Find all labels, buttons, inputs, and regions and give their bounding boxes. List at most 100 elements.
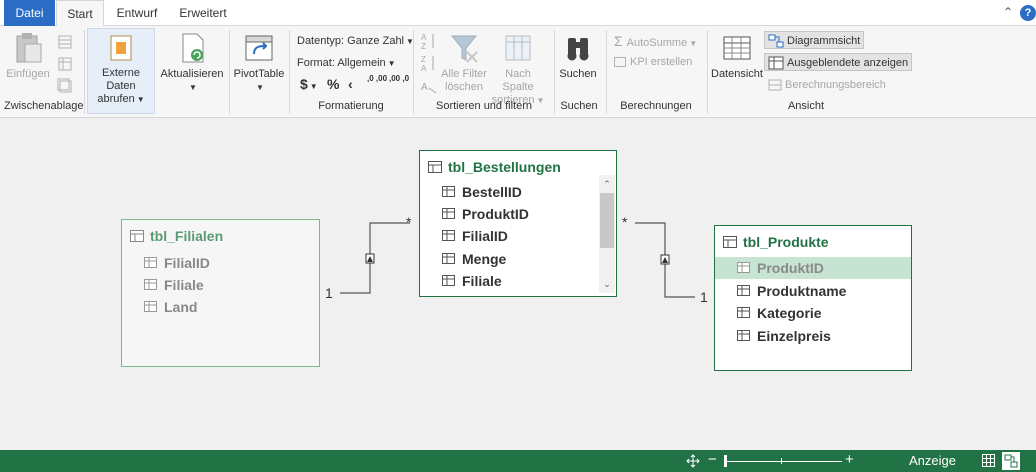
column-icon xyxy=(442,230,455,241)
column-icon xyxy=(144,257,157,268)
column-icon xyxy=(144,279,157,290)
zoom-slider[interactable] xyxy=(724,461,842,462)
show-hidden-button[interactable]: Ausgeblendete anzeigen xyxy=(764,53,913,71)
group-label-formatting: Formatierung xyxy=(318,100,384,112)
chevron-down-icon: ▼ xyxy=(136,95,145,104)
sort-by-column-button[interactable]: Nach Spalte sortieren▼ xyxy=(489,30,547,107)
scroll-down-icon[interactable]: ⌄ xyxy=(603,279,611,289)
increase-decimal-button[interactable]: ,0 ,00 xyxy=(367,74,388,83)
external-data-label-1: Externe Daten xyxy=(102,67,140,92)
table-field[interactable]: BestellID xyxy=(420,181,598,203)
calc-area-label: Berechnungsbereich xyxy=(785,79,886,91)
fit-to-screen-icon[interactable] xyxy=(686,454,700,468)
paste-label: Einfügen xyxy=(6,68,50,80)
sort-col-label-1: Nach Spalte xyxy=(502,68,534,93)
table-field[interactable]: Einzelpreis xyxy=(715,325,911,347)
create-kpi-button[interactable]: KPI erstellen xyxy=(614,53,692,71)
svg-text:Z: Z xyxy=(421,55,426,64)
paste-button[interactable]: Einfügen xyxy=(6,30,50,81)
collapse-ribbon-icon[interactable]: ⌃ xyxy=(1002,5,1014,19)
zoom-slider-thumb[interactable] xyxy=(724,455,727,467)
tab-advanced[interactable]: Erweitert xyxy=(179,6,227,20)
find-button[interactable]: Suchen xyxy=(558,30,598,81)
scroll-up-icon[interactable]: ⌃ xyxy=(603,179,611,189)
cut-icon[interactable] xyxy=(57,34,73,50)
clear-sort-icon[interactable]: A xyxy=(421,78,437,94)
pivottable-button[interactable]: PivotTable ▼ xyxy=(233,30,285,94)
calculation-area-button[interactable]: Berechnungsbereich xyxy=(768,76,886,94)
relationship-lines xyxy=(340,222,695,298)
diagram-canvas[interactable]: 1 * * 1 tbl_Filialen FilialID Filiale La… xyxy=(0,118,1036,450)
tab-design[interactable]: Entwurf xyxy=(116,6,158,20)
copy-icon[interactable] xyxy=(57,56,73,72)
table-filialen[interactable]: tbl_Filialen FilialID Filiale Land xyxy=(121,219,320,367)
status-bar: − + Anzeige xyxy=(0,450,1036,472)
chevron-down-icon: ▼ xyxy=(689,39,698,48)
diagram-view-button[interactable]: Diagrammsicht xyxy=(764,31,865,49)
scroll-thumb[interactable] xyxy=(600,193,614,248)
copy-table-icon[interactable] xyxy=(57,78,73,94)
svg-text:Z: Z xyxy=(421,42,426,50)
table-bestellungen[interactable]: tbl_Bestellungen BestellID ProduktID Fil… xyxy=(419,150,617,297)
table-field[interactable]: ProduktID xyxy=(420,203,598,225)
clear-filter-label-2: löschen xyxy=(445,81,483,93)
table-field[interactable]: Produktname xyxy=(715,280,911,302)
pivottable-icon xyxy=(245,35,273,61)
grid-view-icon[interactable] xyxy=(982,454,995,467)
table-produkte[interactable]: tbl_Produkte ProduktID Produktname Kateg… xyxy=(714,225,912,371)
external-data-label-2: abrufen xyxy=(97,93,135,105)
format-dropdown[interactable]: Format: Allgemein▼ xyxy=(297,54,396,72)
table-title: tbl_Bestellungen xyxy=(448,159,561,175)
thousands-separator-button[interactable]: ‹ xyxy=(348,76,353,92)
column-icon xyxy=(737,262,750,273)
binoculars-icon xyxy=(567,38,589,61)
funnel-clear-icon xyxy=(450,35,478,63)
refresh-icon xyxy=(182,33,204,63)
relationship-many-label: * xyxy=(406,214,412,230)
table-field[interactable]: Filiale xyxy=(122,274,319,296)
help-icon[interactable]: ? xyxy=(1020,5,1036,21)
tab-file[interactable]: Datei xyxy=(4,0,55,26)
kpi-label: KPI erstellen xyxy=(630,56,693,68)
table-field-selected[interactable]: ProduktID xyxy=(715,257,911,279)
diagram-icon xyxy=(768,34,784,48)
display-label: Anzeige xyxy=(909,453,956,468)
refresh-button[interactable]: Aktualisieren ▼ xyxy=(160,30,224,94)
svg-text:A: A xyxy=(421,82,428,93)
sort-by-column-icon xyxy=(505,35,531,61)
group-label-view: Ansicht xyxy=(787,100,825,112)
table-field[interactable]: Kategorie xyxy=(715,302,911,324)
table-field[interactable]: Filiale xyxy=(420,270,598,292)
table-field[interactable]: FilialID xyxy=(122,252,319,274)
table-icon xyxy=(428,161,442,173)
table-field[interactable]: Menge xyxy=(420,248,598,270)
sort-ascending-icon[interactable]: AZ xyxy=(421,32,437,50)
column-icon xyxy=(737,285,750,296)
table-scrollbar[interactable]: ⌃ ⌄ xyxy=(599,175,615,293)
zoom-out-button[interactable]: − xyxy=(708,451,717,468)
find-label: Suchen xyxy=(559,68,597,80)
table-field[interactable]: Land xyxy=(122,296,319,318)
percent-button[interactable]: % xyxy=(327,76,340,92)
group-label-calculations: Berechnungen xyxy=(620,100,692,112)
relationship-one-label: 1 xyxy=(325,285,333,301)
data-view-button[interactable]: Datensicht xyxy=(711,30,763,81)
zoom-in-button[interactable]: + xyxy=(845,451,854,468)
clear-all-filters-button[interactable]: Alle Filter löschen xyxy=(440,30,488,94)
diagram-view-icon[interactable] xyxy=(1002,452,1020,470)
chevron-down-icon: ▼ xyxy=(536,96,545,105)
diagram-view-label: Diagrammsicht xyxy=(787,35,861,47)
table-field[interactable]: FilialID xyxy=(420,225,598,247)
relationship-one-label: 1 xyxy=(700,289,708,305)
external-data-button[interactable]: Externe Daten abrufen▼ xyxy=(87,28,155,114)
currency-icon: $ xyxy=(300,76,308,92)
tab-start[interactable]: Start xyxy=(56,0,104,27)
sort-descending-icon[interactable]: ZA xyxy=(421,54,437,72)
refresh-label: Aktualisieren xyxy=(160,68,224,80)
decrease-decimal-button[interactable]: ,00 ,0 xyxy=(389,74,410,83)
currency-button[interactable]: $▼ xyxy=(300,76,318,92)
datatype-dropdown[interactable]: Datentyp: Ganze Zahl▼ xyxy=(297,32,414,50)
chevron-down-icon: ▼ xyxy=(189,83,197,92)
table-title: tbl_Filialen xyxy=(150,228,224,244)
